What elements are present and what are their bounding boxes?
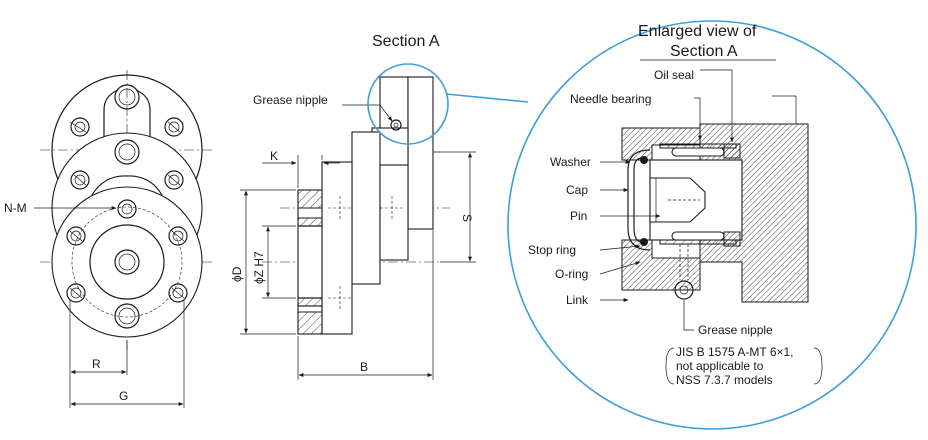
label-pin: Pin [570, 209, 587, 223]
label-needle-bearing: Needle bearing [570, 92, 651, 106]
label-washer: Washer [550, 155, 591, 169]
note-line1: JIS B 1575 A-MT 6×1, [676, 345, 794, 359]
label-enlarged-line2: Section A [670, 43, 738, 60]
section-a-circle [367, 63, 449, 145]
enlarged-view [621, 123, 809, 303]
front-disc [51, 186, 203, 338]
note-line3: NSS 7.3.7 models [676, 373, 773, 387]
label-oil-seal: Oil seal [654, 68, 694, 82]
label-stop-ring: Stop ring [528, 243, 576, 257]
label-b: B [360, 360, 368, 374]
enlarged-view-circle [507, 20, 917, 430]
front-dimensions [69, 300, 185, 408]
label-grease-nipple-bottom: Grease nipple [698, 323, 773, 337]
enlarged-leaders [599, 59, 823, 385]
side-view [262, 76, 450, 335]
label-g: G [119, 389, 128, 403]
label-o-ring: O-ring [555, 267, 588, 281]
side-dimensions [240, 104, 476, 380]
label-r: R [92, 357, 101, 371]
label-phi-d: ϕD [230, 266, 244, 282]
label-section-a: Section A [372, 33, 440, 50]
label-k: K [270, 149, 278, 163]
label-grease-nipple-top: Grease nipple [253, 93, 328, 107]
label-phi-z: ϕZ H7 [252, 251, 266, 284]
label-enlarged-line1: Enlarged view of [638, 23, 757, 40]
front-view [34, 70, 215, 352]
label-cap: Cap [566, 183, 588, 197]
label-s: S [460, 214, 474, 222]
section-callout [367, 20, 917, 430]
note-line2: not applicable to [676, 359, 764, 373]
label-link: Link [566, 293, 589, 307]
label-n-m: N-M [4, 201, 27, 215]
